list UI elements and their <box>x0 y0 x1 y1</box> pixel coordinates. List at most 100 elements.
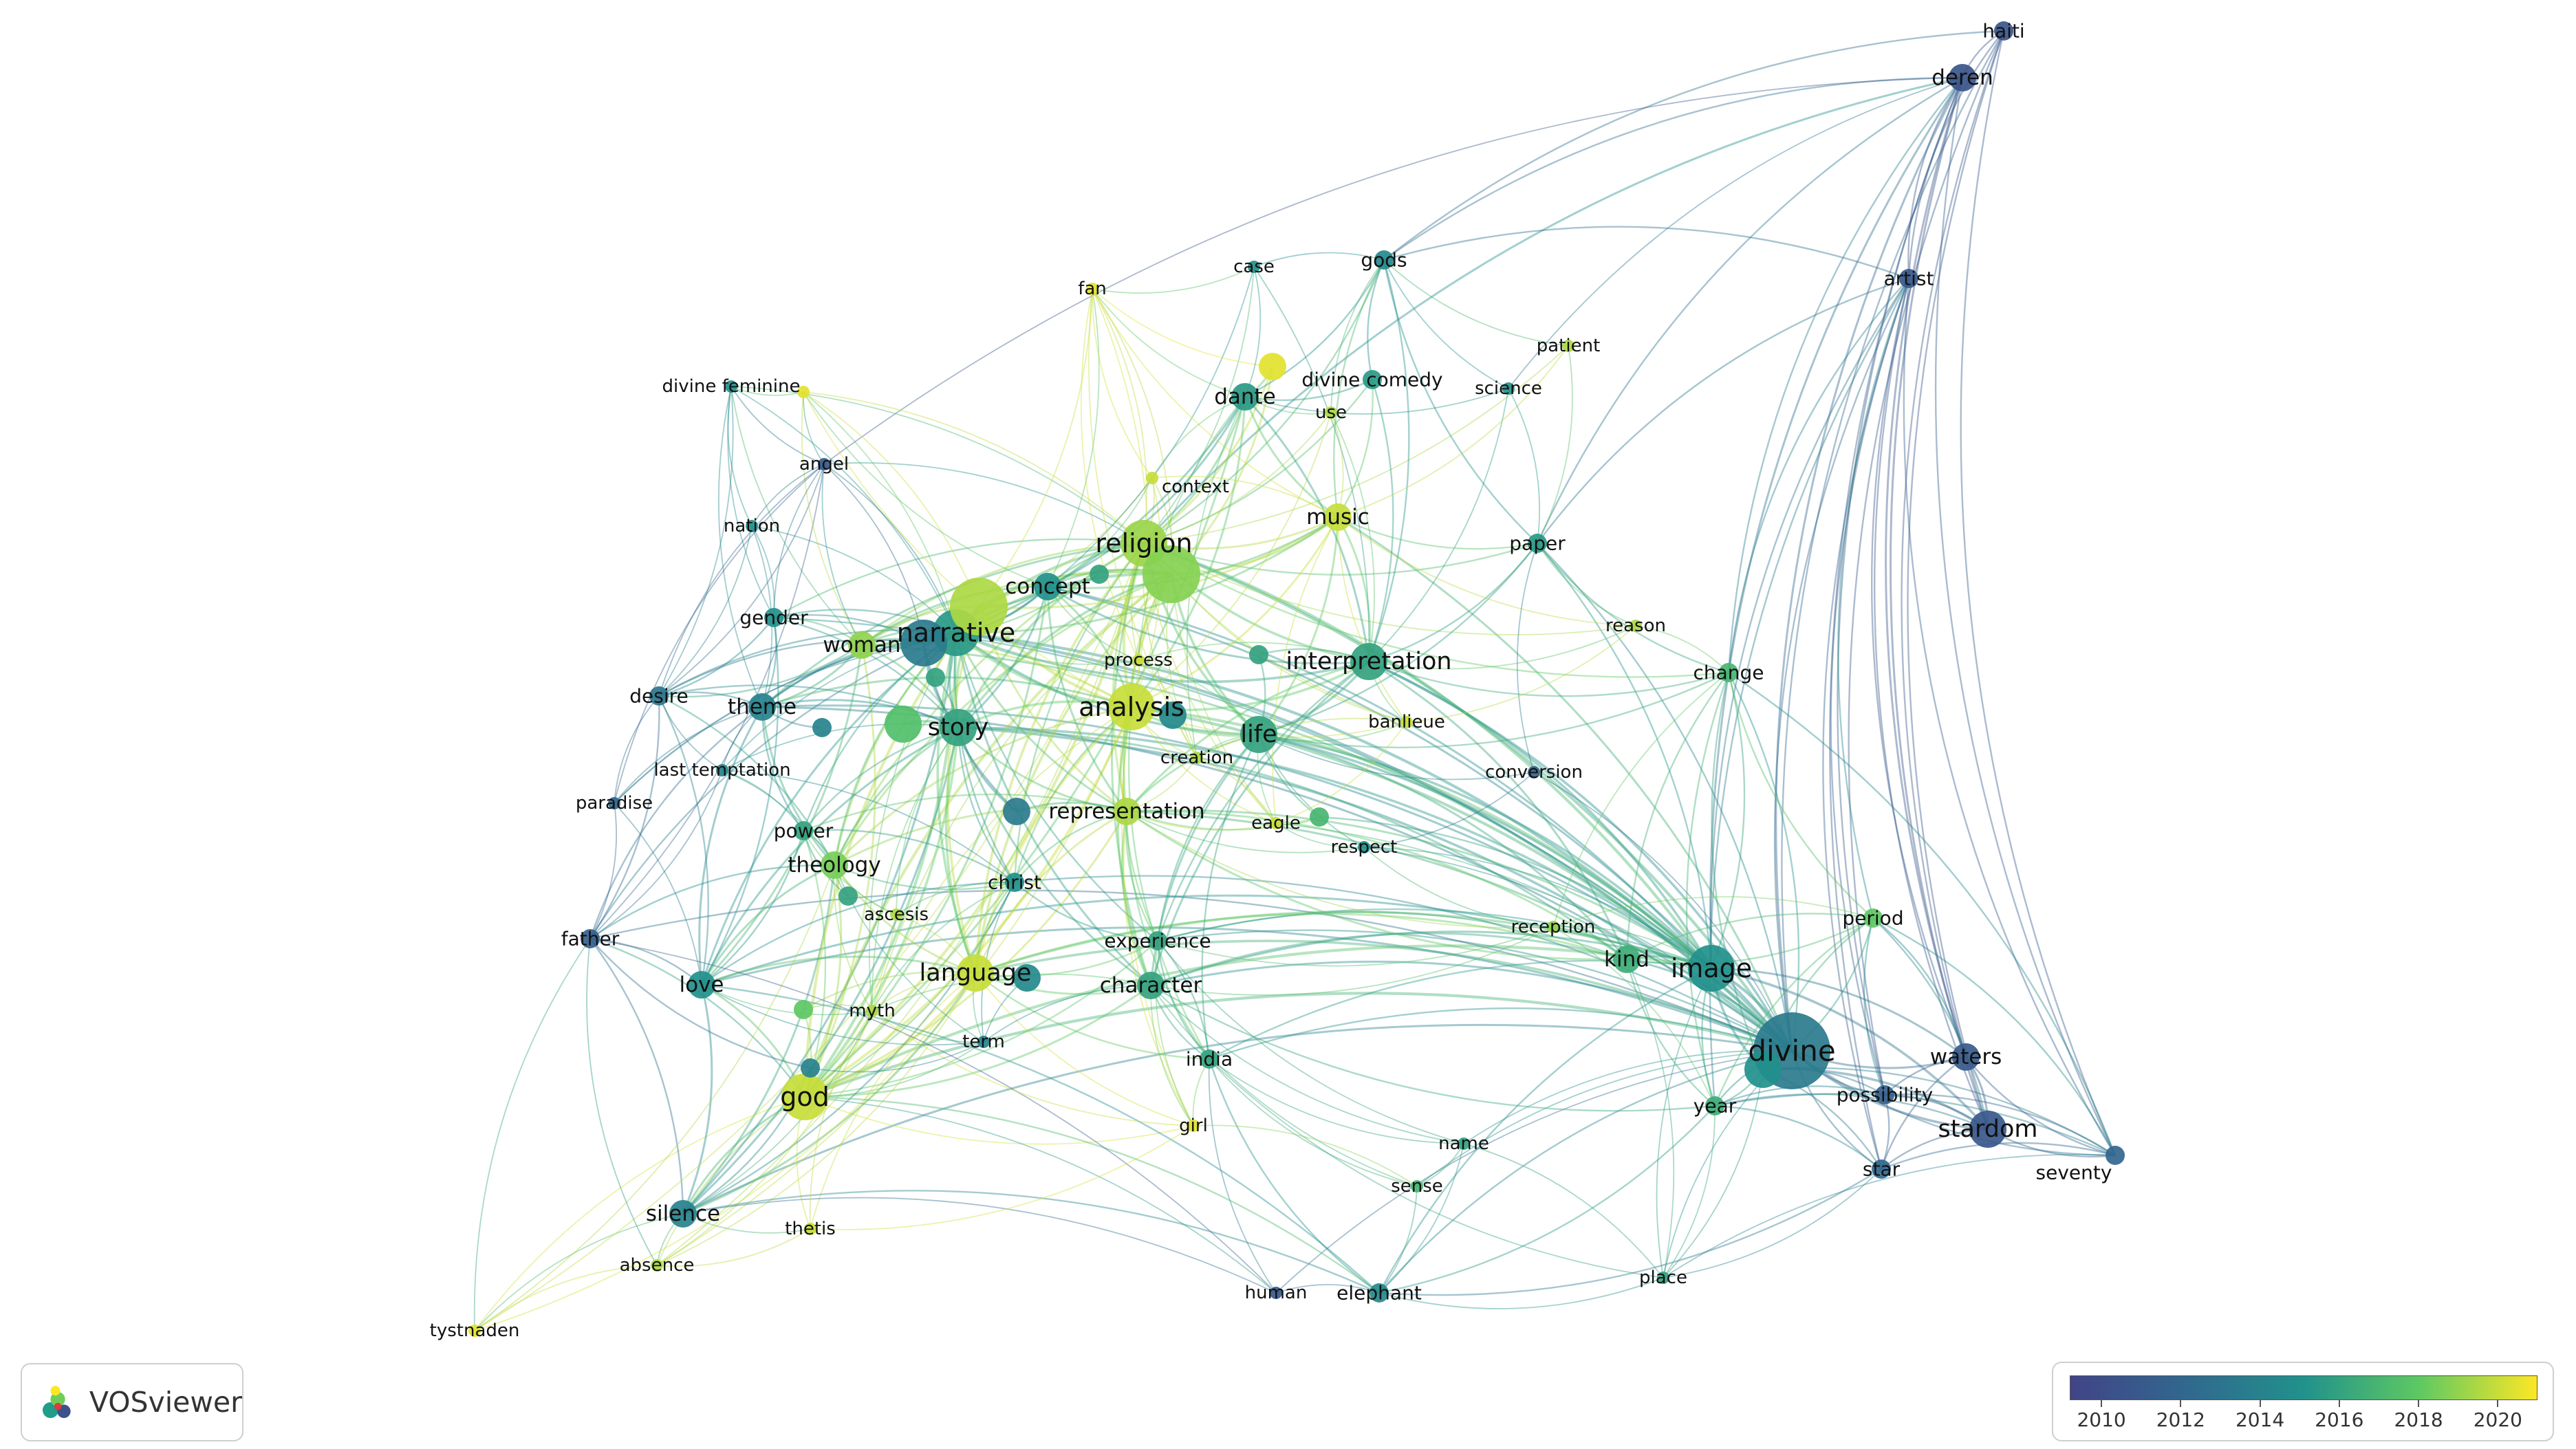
label-patient[interactable]: patient <box>1537 336 1601 356</box>
label-divine[interactable]: divine <box>1748 1034 1835 1068</box>
node-possibility[interactable] <box>1875 1085 1894 1104</box>
node-concept[interactable] <box>1034 573 1061 600</box>
node-image[interactable] <box>1688 945 1735 992</box>
node-divine-comedy[interactable] <box>1363 370 1382 389</box>
node-language[interactable] <box>957 955 994 992</box>
node-nation[interactable] <box>746 520 758 532</box>
label-power[interactable]: power <box>774 820 834 842</box>
node-repr-b[interactable] <box>1003 798 1030 825</box>
label-seventy[interactable]: seventy <box>2036 1162 2112 1184</box>
label-stardom[interactable]: stardom <box>1938 1115 2038 1143</box>
node-music[interactable] <box>1324 503 1352 531</box>
label-use[interactable]: use <box>1315 402 1347 423</box>
label-divine-feminine[interactable]: divine feminine <box>662 376 801 397</box>
label-artist[interactable]: artist <box>1884 268 1934 290</box>
node-dante[interactable] <box>1231 383 1259 411</box>
node-deren[interactable] <box>1949 64 1976 91</box>
node-banlieue[interactable] <box>1400 716 1413 728</box>
label-term[interactable]: term <box>962 1032 1005 1052</box>
node-paper[interactable] <box>1528 534 1547 553</box>
node-divine-feminine[interactable] <box>725 380 737 393</box>
node-paradise[interactable] <box>608 797 620 809</box>
label-sense[interactable]: sense <box>1391 1176 1443 1197</box>
label-desire[interactable]: desire <box>629 685 689 708</box>
node-artist[interactable] <box>1899 269 1918 288</box>
node-theme-s[interactable] <box>812 718 832 737</box>
node-concept-s[interactable] <box>1090 565 1109 584</box>
label-waters[interactable]: waters <box>1930 1045 2002 1069</box>
label-life[interactable]: life <box>1240 721 1277 748</box>
label-fan[interactable]: fan <box>1078 279 1107 299</box>
label-star[interactable]: star <box>1863 1158 1901 1181</box>
label-story[interactable]: story <box>928 714 988 741</box>
node-seventy[interactable] <box>2106 1146 2125 1165</box>
node-character[interactable] <box>1137 972 1165 999</box>
label-science[interactable]: science <box>1475 378 1542 399</box>
label-gender[interactable]: gender <box>739 607 808 629</box>
node-story-s[interactable] <box>926 668 945 687</box>
label-banlieue[interactable]: banlieue <box>1368 712 1445 732</box>
label-elephant[interactable]: elephant <box>1336 1282 1422 1305</box>
label-god[interactable]: god <box>780 1082 830 1112</box>
node-sense[interactable] <box>1411 1180 1423 1192</box>
node-kind[interactable] <box>1613 946 1641 973</box>
label-concept[interactable]: concept <box>1005 574 1090 599</box>
node-fan[interactable] <box>1086 283 1098 295</box>
node-christ[interactable] <box>1005 873 1024 892</box>
node-human[interactable] <box>1270 1287 1282 1299</box>
node-analysis[interactable] <box>1108 684 1155 730</box>
node-myth-s[interactable] <box>794 1000 813 1019</box>
label-language[interactable]: language <box>920 959 1032 987</box>
label-christ[interactable]: christ <box>988 871 1041 894</box>
node-god[interactable] <box>781 1074 828 1120</box>
label-tystnaden[interactable]: tystnaden <box>430 1320 520 1341</box>
label-process[interactable]: process <box>1104 650 1173 671</box>
node-waters[interactable] <box>1952 1043 1980 1071</box>
label-paradise[interactable]: paradise <box>576 793 653 814</box>
node-life[interactable] <box>1240 716 1277 753</box>
node-elephant[interactable] <box>1370 1283 1389 1303</box>
node-df-yellow[interactable] <box>797 386 810 398</box>
label-religion[interactable]: religion <box>1095 528 1192 558</box>
node-theology-s[interactable] <box>838 886 858 906</box>
node-angel[interactable] <box>818 458 830 470</box>
vosviewer-brand[interactable]: VOSviewer <box>21 1363 243 1441</box>
label-deren[interactable]: deren <box>1931 65 1993 90</box>
node-rel-big[interactable] <box>1143 545 1200 603</box>
node-theology[interactable] <box>821 851 848 879</box>
label-reception[interactable]: reception <box>1511 917 1596 937</box>
node-gender[interactable] <box>764 608 783 627</box>
node-experience[interactable] <box>1148 931 1167 950</box>
label-ascesis[interactable]: ascesis <box>864 904 929 925</box>
label-period[interactable]: period <box>1842 907 1903 930</box>
node-narr-big[interactable] <box>950 578 1008 635</box>
label-context[interactable]: context <box>1162 477 1229 497</box>
label-year[interactable]: year <box>1693 1095 1737 1118</box>
node-eagle-g[interactable] <box>1310 807 1329 827</box>
node-power[interactable] <box>794 821 813 840</box>
node-respect[interactable] <box>1358 841 1370 853</box>
label-possibility[interactable]: possibility <box>1837 1084 1934 1107</box>
node-science[interactable] <box>1502 382 1515 395</box>
node-process[interactable] <box>1132 654 1145 666</box>
label-theme[interactable]: theme <box>728 695 797 719</box>
node-story-g[interactable] <box>885 706 922 743</box>
node-woman[interactable] <box>848 631 876 659</box>
node-myth[interactable] <box>866 1005 878 1017</box>
label-angel[interactable]: angel <box>799 454 849 475</box>
label-woman[interactable]: woman <box>823 633 900 657</box>
node-girl[interactable] <box>1187 1120 1200 1132</box>
label-last-temptation[interactable]: last temptation <box>653 760 790 781</box>
label-haiti[interactable]: haiti <box>1982 20 2024 43</box>
node-interpretation[interactable] <box>1350 643 1387 680</box>
label-kind[interactable]: kind <box>1604 947 1649 972</box>
node-last-temptation[interactable] <box>716 764 728 776</box>
label-gods[interactable]: gods <box>1361 249 1407 272</box>
label-thetis[interactable]: thetis <box>785 1219 836 1239</box>
node-interp-s[interactable] <box>1249 645 1268 664</box>
node-divine-s[interactable] <box>1744 1051 1782 1088</box>
node-reception[interactable] <box>1547 921 1559 933</box>
node-reason[interactable] <box>1630 620 1642 632</box>
node-place[interactable] <box>1657 1272 1669 1284</box>
node-thetis[interactable] <box>804 1223 816 1235</box>
